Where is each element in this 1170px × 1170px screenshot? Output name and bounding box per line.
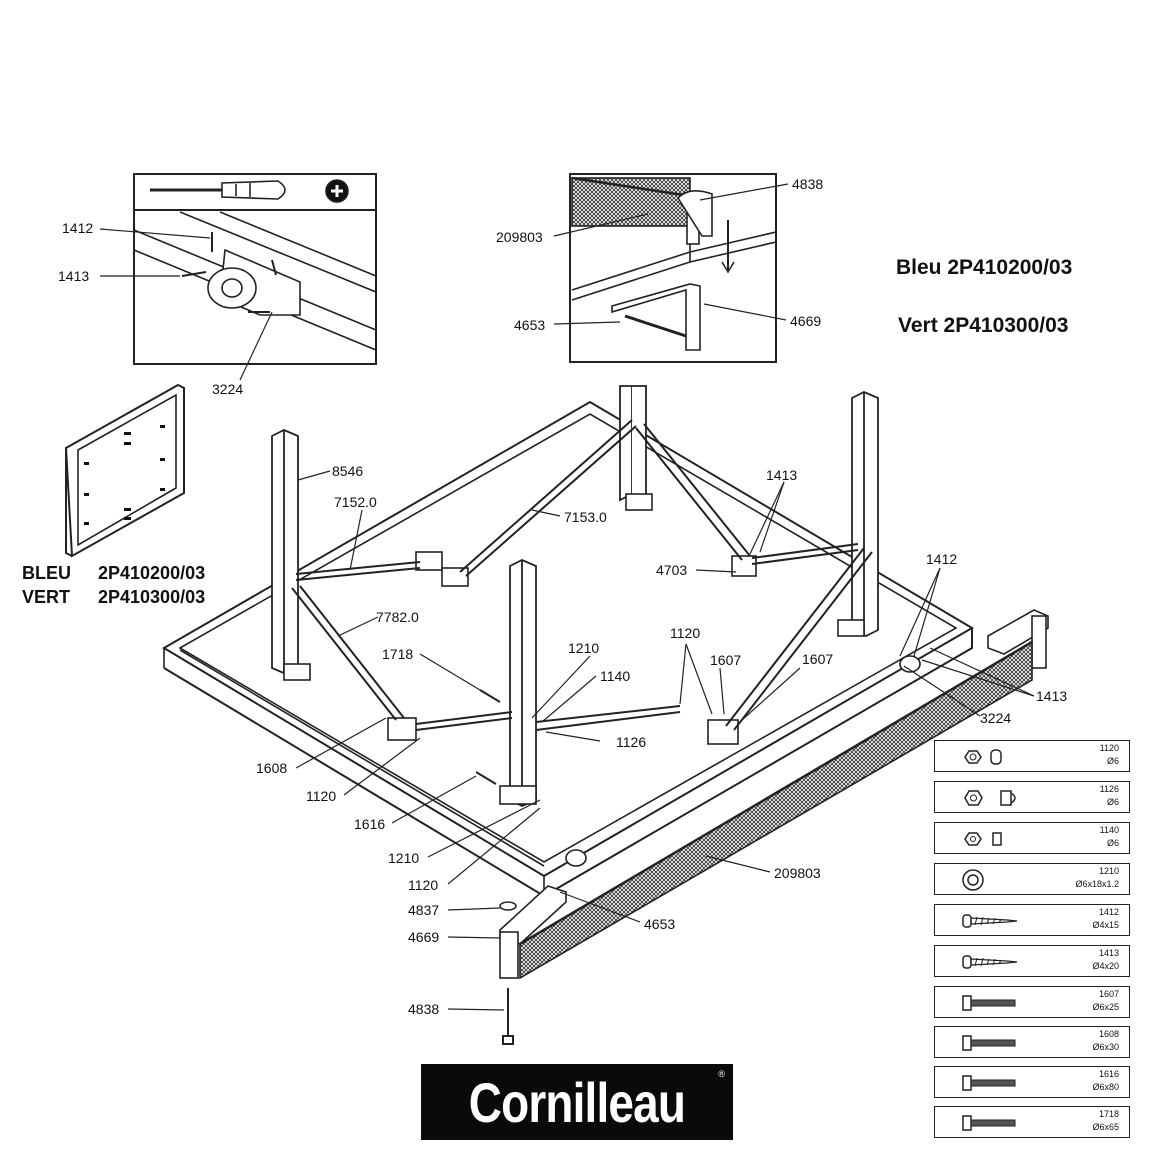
callout-1120-a: 1120 [670, 625, 701, 641]
legend-code: 1607 [1098, 989, 1119, 999]
feet [283, 493, 865, 805]
callout-1413-a: 1413 [766, 467, 798, 483]
screwdriver-icon [150, 180, 286, 200]
bolt-icon [945, 1031, 1035, 1055]
callout-4703: 4703 [656, 562, 688, 578]
panel-caption-green-code: 2P410300/03 [98, 587, 206, 607]
legs [271, 385, 879, 807]
legend-code: 1126 [1099, 784, 1119, 794]
nut-cap-icon [945, 745, 1035, 769]
callout-1210-a: 1210 [568, 640, 600, 656]
hex-nut-icon [945, 786, 1035, 810]
cross-braces [291, 419, 873, 731]
wood-screw-icon [945, 950, 1035, 974]
callout-4669-inset: 4669 [790, 313, 822, 329]
legend-code: 1413 [1098, 948, 1119, 958]
callout-1608: 1608 [256, 760, 288, 776]
legend-dimension: Ø6 [1106, 838, 1119, 848]
callout-1616: 1616 [354, 816, 386, 832]
callout-3224-inset: 3224 [212, 381, 244, 397]
model-code-blue: Bleu 2P410200/03 [896, 256, 1073, 279]
model-code-green: Vert 2P410300/03 [898, 314, 1069, 337]
callout-3224: 3224 [980, 710, 1012, 726]
net-post-back [987, 609, 1049, 669]
callout-1412-inset: 1412 [62, 220, 94, 236]
legend-dimension: Ø6x65 [1092, 1122, 1119, 1132]
callout-1412: 1412 [926, 551, 958, 567]
callout-1413-inset: 1413 [58, 268, 90, 284]
callout-7152: 7152.0 [334, 494, 377, 510]
table-top-panel [64, 383, 185, 558]
wood-screw-icon [945, 909, 1035, 933]
bolt-icon [945, 1111, 1035, 1135]
callout-4669: 4669 [408, 929, 440, 945]
callout-8546: 8546 [332, 463, 364, 479]
callout-1120-b: 1120 [306, 788, 337, 804]
legend-dimension: Ø6x30 [1092, 1042, 1119, 1052]
callout-4838-inset: 4838 [792, 176, 824, 192]
legend-dimension: Ø6x18x1.2 [1075, 879, 1119, 889]
callout-4653-inset: 4653 [514, 317, 546, 333]
cornilleau-logo: Cornilleau ® [421, 1064, 733, 1140]
legend-dimension: Ø4x20 [1092, 961, 1119, 971]
net-post-front [499, 885, 567, 979]
callout-1120-c: 1120 [408, 877, 439, 893]
legend-code: 1120 [1099, 743, 1119, 753]
callout-1718: 1718 [382, 646, 414, 662]
legend-dimension: Ø6x25 [1092, 1002, 1119, 1012]
bolt-icon [945, 1071, 1035, 1095]
legend-code: 1412 [1098, 907, 1119, 917]
legend-code: 1608 [1098, 1029, 1119, 1039]
callout-1210-b: 1210 [388, 850, 420, 866]
legend-code: 1718 [1098, 1109, 1119, 1119]
logo-wordmark: Cornilleau [468, 1070, 686, 1134]
net-post-detail-inset [569, 173, 777, 363]
callout-1126: 1126 [616, 734, 647, 750]
callout-1140: 1140 [600, 668, 631, 684]
legend-code: 1140 [1099, 825, 1119, 835]
bolt-icon [945, 991, 1035, 1015]
legend-code: 1210 [1098, 866, 1119, 876]
caster-detail-inset [133, 173, 377, 365]
callout-209803-inset: 209803 [496, 229, 543, 245]
table-frame [162, 400, 974, 898]
legend-dimension: Ø6x80 [1092, 1082, 1119, 1092]
legend-dimension: Ø6 [1106, 756, 1119, 766]
callout-7782: 7782.0 [376, 609, 419, 625]
callout-209803: 209803 [774, 865, 821, 881]
callout-1413-b: 1413 [1036, 688, 1068, 704]
callout-4653: 4653 [644, 916, 676, 932]
callout-1607-a: 1607 [710, 652, 742, 668]
phillips-head-icon [325, 179, 349, 203]
leader-lines [99, 183, 1035, 1011]
registered-mark: ® [718, 1069, 725, 1079]
washer-icon [945, 868, 1035, 892]
callout-4838: 4838 [408, 1001, 440, 1017]
callout-1607-b: 1607 [802, 651, 834, 667]
panel-caption-blue-word: BLEU [22, 563, 71, 583]
callout-7153: 7153.0 [564, 509, 607, 525]
callout-4837: 4837 [408, 902, 440, 918]
legend-code: 1616 [1098, 1069, 1119, 1079]
panel-caption-blue-code: 2P410200/03 [98, 563, 206, 583]
small-nut-icon [945, 827, 1035, 851]
panel-caption-green-word: VERT [22, 587, 71, 607]
legend-dimension: Ø4x15 [1092, 920, 1119, 930]
legend-dimension: Ø6 [1106, 797, 1119, 807]
